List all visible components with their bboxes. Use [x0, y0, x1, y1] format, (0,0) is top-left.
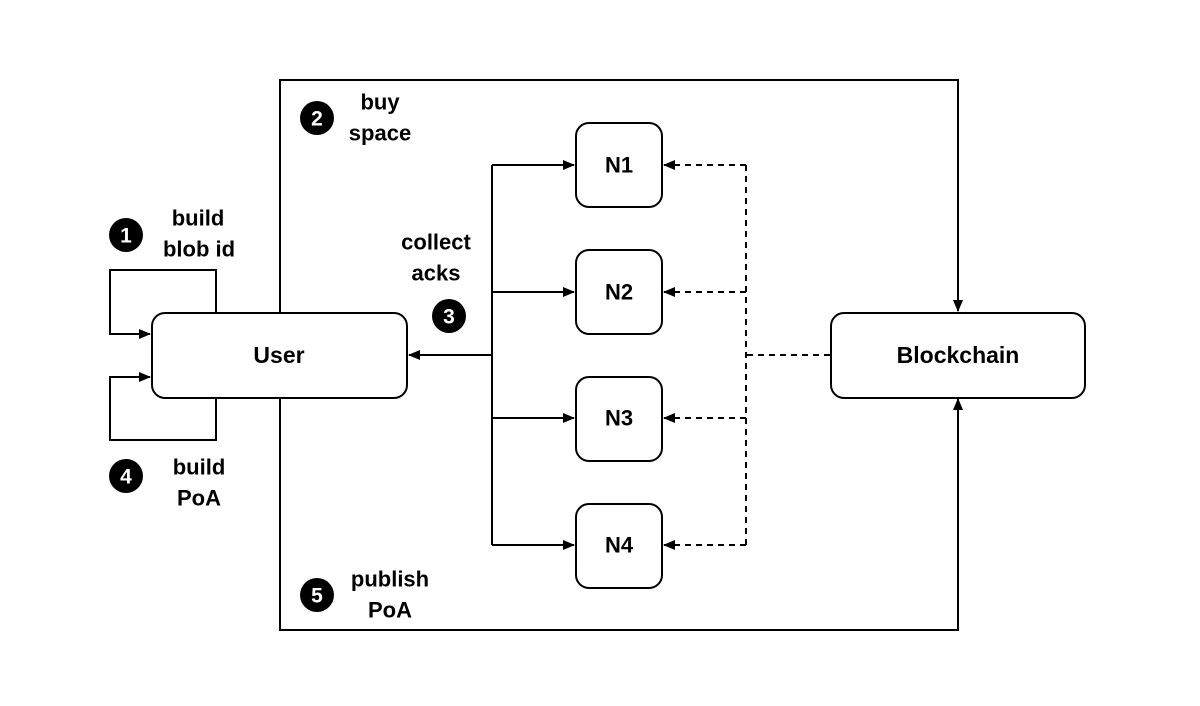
node-n3: N3 [575, 376, 663, 462]
step-number: 4 [120, 466, 132, 489]
blockchain-box: Blockchain [830, 312, 1086, 399]
node-label: N2 [605, 280, 633, 305]
step-number: 5 [311, 585, 323, 608]
buy-space-frame-line [279, 79, 963, 313]
step-label: blob id [163, 237, 235, 262]
node-label: N3 [605, 406, 633, 431]
step-5: 5 publish PoA [300, 567, 429, 623]
step-1: 1 build blob id [109, 206, 235, 262]
step-3-badge: 3 [432, 299, 466, 333]
blockchain-label: Blockchain [897, 342, 1020, 368]
user-label: User [253, 342, 304, 368]
step-3: collect acks 3 [401, 230, 472, 333]
user-box: User [151, 312, 408, 399]
step-2: 2 buy space [300, 90, 411, 146]
build-poa-loop [109, 372, 217, 441]
step-label: acks [412, 261, 461, 286]
step-label: publish [351, 567, 429, 592]
step-number: 2 [311, 108, 323, 131]
publish-poa-frame-line [279, 398, 963, 631]
build-blob-id-loop [109, 269, 217, 339]
node-n2: N2 [575, 249, 663, 335]
step-4-badge: 4 [109, 459, 143, 493]
node-label: N1 [605, 153, 633, 178]
step-label: build [172, 206, 225, 231]
step-label: PoA [368, 598, 412, 623]
node-n4: N4 [575, 503, 663, 589]
step-number: 1 [120, 225, 132, 248]
node-n1: N1 [575, 122, 663, 208]
step-2-badge: 2 [300, 101, 334, 135]
step-label: space [349, 121, 411, 146]
step-label: build [173, 455, 226, 480]
step-5-badge: 5 [300, 578, 334, 612]
step-label: buy [360, 90, 400, 115]
step-label: PoA [177, 486, 221, 511]
step-1-badge: 1 [109, 218, 143, 252]
step-number: 3 [443, 306, 455, 329]
step-4: 4 build PoA [109, 455, 225, 511]
step-label: collect [401, 230, 471, 255]
node-label: N4 [605, 533, 634, 558]
